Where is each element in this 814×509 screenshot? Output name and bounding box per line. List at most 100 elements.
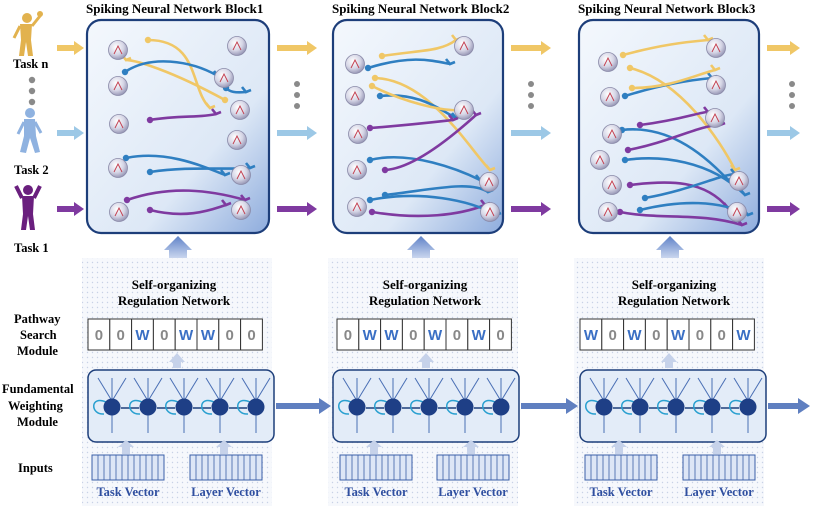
row-label-fundamental-3: Module <box>17 415 58 429</box>
weighting-node <box>247 398 265 416</box>
neuron <box>706 75 726 95</box>
pathway-cell: 0 <box>218 318 242 351</box>
svg-text:W: W <box>671 327 686 344</box>
node-output-line <box>205 377 221 402</box>
arrow-head <box>566 398 578 414</box>
weighting-node <box>384 398 402 416</box>
arrow-head <box>74 126 84 140</box>
pathway-cell: 0 <box>445 318 469 351</box>
neuron <box>108 40 128 60</box>
neuron <box>602 124 622 144</box>
synapse-path <box>149 112 217 122</box>
snn-block-3: Spiking Neural Network Block3Self-organi… <box>577 1 810 499</box>
self-loop <box>585 399 599 415</box>
pathway-cell: W <box>732 318 755 351</box>
weighting-node <box>139 398 157 416</box>
synapse-node <box>381 166 389 174</box>
ellipsis-dot <box>789 81 795 87</box>
synapse-node <box>616 208 624 216</box>
small-up-arrow <box>661 353 677 368</box>
node-output-line <box>639 377 655 402</box>
self-loop <box>482 399 496 415</box>
node-output-line <box>392 377 408 402</box>
synapse-path <box>149 203 227 216</box>
synapse-node <box>641 194 649 202</box>
snn-block-1: Spiking Neural Network Block1Self-organi… <box>57 1 331 499</box>
task-n-figure <box>12 11 43 56</box>
ellipsis-dot <box>294 103 300 109</box>
svg-text:W: W <box>363 327 378 344</box>
neuron <box>727 202 747 222</box>
task-2-label: Task 2 <box>14 163 49 177</box>
synapse-terminal <box>240 86 252 94</box>
synapse-node <box>636 206 644 214</box>
snn-block-2: Spiking Neural Network Block2Self-organi… <box>331 1 578 499</box>
synapse-node <box>146 206 154 214</box>
pathway-cell: 0 <box>644 318 668 351</box>
synapse-path <box>622 38 709 57</box>
node-output-line <box>589 377 605 402</box>
node-output-line <box>500 377 516 402</box>
synapse-terminal <box>219 169 231 177</box>
synapse-terminal <box>444 58 456 66</box>
arrow-head <box>790 126 800 140</box>
pathway-cell: W <box>666 318 690 351</box>
synapse-node <box>636 121 644 129</box>
block-box <box>331 18 505 235</box>
pathway-cell: W <box>174 318 198 351</box>
svg-text:W: W <box>201 327 216 344</box>
layer-vector <box>436 440 510 481</box>
arrow-head <box>319 398 331 414</box>
synapse-path <box>147 38 211 109</box>
node-output-line <box>711 377 727 402</box>
ellipsis-dot <box>294 81 300 87</box>
pathway-cell: W <box>579 318 603 351</box>
weighting-node <box>175 398 193 416</box>
neuron <box>598 202 618 222</box>
arrow-head <box>74 202 84 216</box>
block-title: Spiking Neural Network Block3 <box>578 1 756 16</box>
svg-text:0: 0 <box>160 327 168 344</box>
synapse-node <box>366 196 374 204</box>
synapse-terminal <box>447 114 459 122</box>
self-loop <box>446 399 460 415</box>
row-label-fundamental: Fundamental Weighting Module <box>2 382 74 429</box>
synapse-terminal <box>244 162 256 170</box>
neuron <box>602 175 622 195</box>
synapse-node <box>144 36 152 44</box>
neuron <box>479 172 499 192</box>
arrow-head <box>798 398 810 414</box>
node-output-line <box>342 377 358 402</box>
synapse-node <box>371 74 379 82</box>
layer-vector-label: Layer Vector <box>684 485 754 499</box>
pathway-cell: W <box>467 318 491 351</box>
row-label-fundamental-2: Weighting <box>8 399 64 413</box>
regulation-title-2: Regulation Network <box>118 293 231 308</box>
neuron <box>231 200 251 220</box>
neuron <box>227 130 247 150</box>
neuron <box>345 86 365 106</box>
node-output-line <box>111 377 127 402</box>
node-output-line <box>183 377 199 402</box>
pathway-cell: W <box>623 318 646 351</box>
self-loop <box>201 399 215 415</box>
weighting-node <box>211 398 229 416</box>
ellipsis-dot <box>528 92 534 98</box>
pathway-cell: W <box>196 318 220 351</box>
self-loop <box>374 399 388 415</box>
synapse-node <box>621 156 629 164</box>
self-loop <box>729 399 743 415</box>
neuron <box>109 202 129 222</box>
synapse-node <box>221 96 229 104</box>
neuron <box>230 100 250 120</box>
synapse-node <box>626 64 634 72</box>
node-output-line <box>169 377 185 402</box>
node-output-line <box>464 377 480 402</box>
blocks: Spiking Neural Network Block1Self-organi… <box>57 1 810 499</box>
regulation-title-2: Regulation Network <box>618 293 731 308</box>
self-loop <box>237 399 251 415</box>
neuron <box>109 114 129 134</box>
node-output-line <box>733 377 749 402</box>
synapse-terminal <box>736 219 748 227</box>
node-output-line <box>133 377 149 402</box>
